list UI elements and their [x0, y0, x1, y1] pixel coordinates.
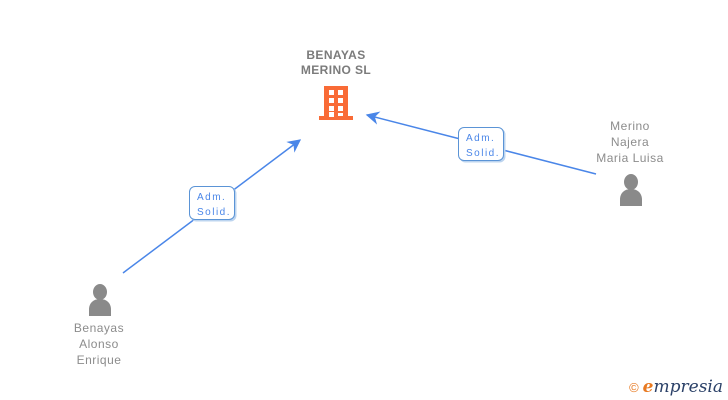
edge-label-adm-solid-right: Adm. Solid.	[458, 127, 504, 161]
person-icon	[89, 284, 111, 316]
logo-rest: mpresia	[653, 377, 724, 397]
person-icon	[620, 174, 642, 206]
copyright-icon: ©	[629, 380, 639, 395]
building-icon	[319, 86, 353, 120]
logo-initial: e	[642, 377, 654, 397]
footer-brand[interactable]: © empresia	[629, 377, 723, 397]
company-node[interactable]	[319, 86, 353, 121]
empresia-logo: empresia	[643, 377, 723, 397]
company-name[interactable]: BENAYAS MERINO SL	[300, 48, 372, 77]
edge-label-adm-solid-left: Adm. Solid.	[189, 186, 235, 220]
person-name-benayas-alonso-enrique[interactable]: Benayas Alonso Enrique	[73, 321, 125, 367]
person-node-benayas-alonso-enrique[interactable]	[86, 284, 114, 316]
person-node-merino-najera-maria-luisa[interactable]	[617, 174, 645, 206]
person-name-merino-najera-maria-luisa[interactable]: Merino Najera Maria Luisa	[596, 119, 664, 165]
